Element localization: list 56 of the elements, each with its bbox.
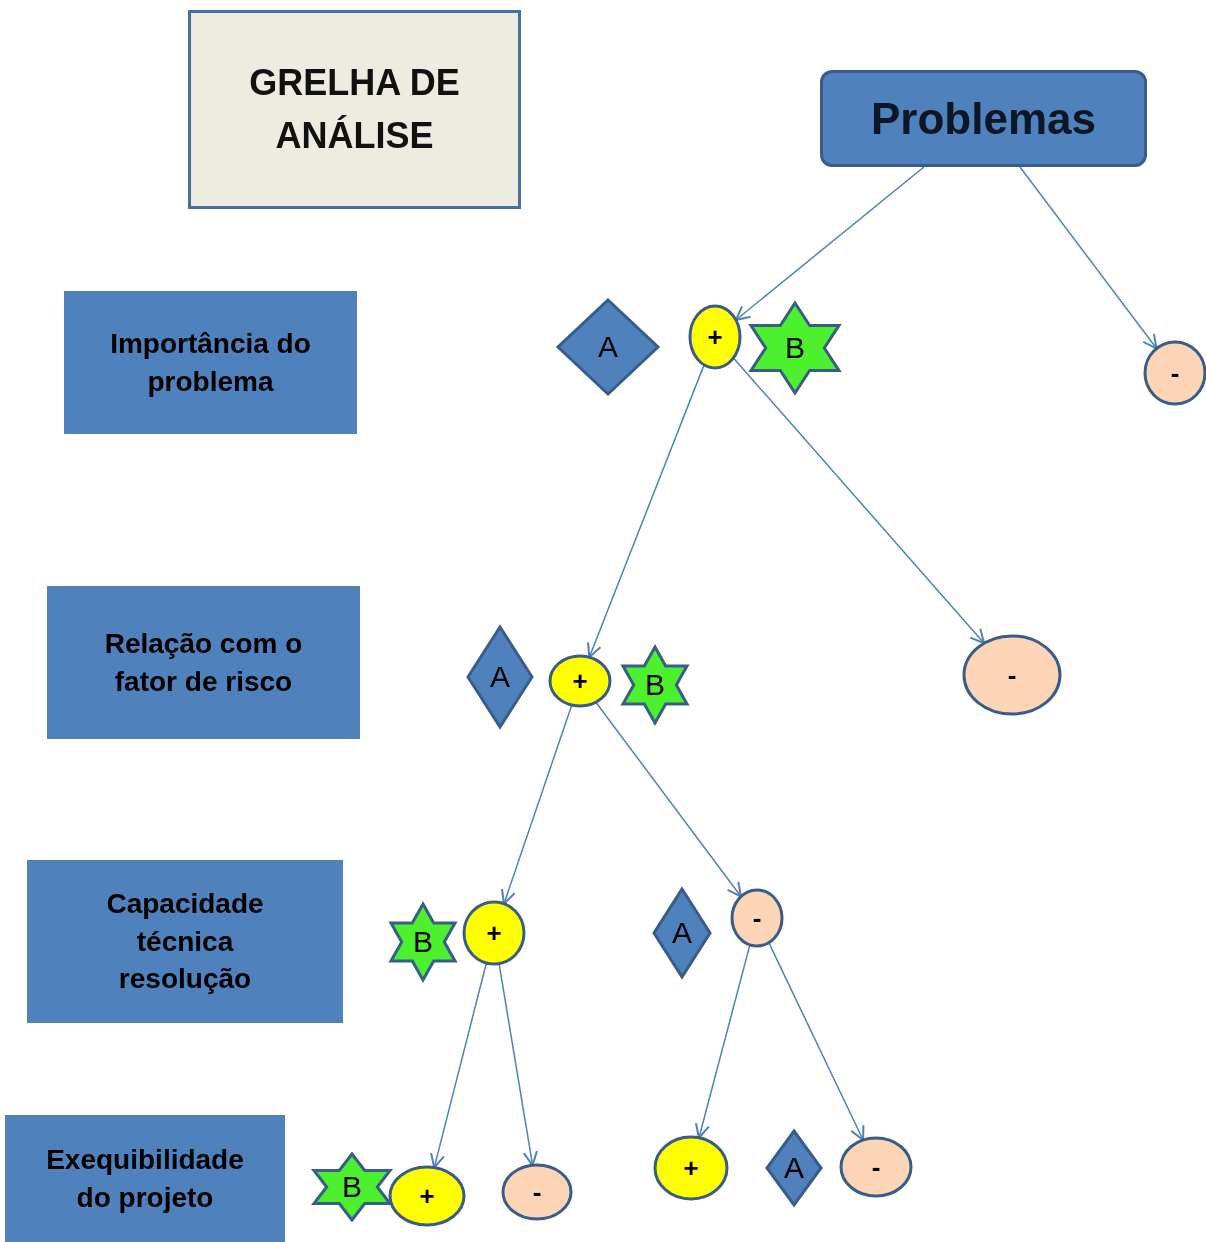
criterion-label: Importância do problema [109, 326, 312, 399]
shape-sign: + [572, 665, 588, 697]
criterion-label: Exequibilidade do projeto [45, 1142, 245, 1215]
shape-sign: + [683, 1152, 699, 1184]
shape-sign: - [532, 1176, 542, 1208]
shape-letter: A [598, 330, 618, 364]
arrow [500, 704, 573, 905]
shape-letter: B [785, 331, 805, 365]
shape-letter: A [490, 660, 510, 694]
star-shape [751, 303, 839, 393]
shape-letter: B [645, 668, 665, 702]
ellipse-shape [503, 1165, 571, 1219]
shape-sign: - [1170, 357, 1180, 389]
shape-letter: A [672, 916, 692, 950]
arrow [1019, 166, 1158, 350]
criterion-box [27, 860, 343, 1023]
arrow [595, 701, 742, 898]
arrow [732, 357, 986, 645]
star-shape [623, 647, 687, 723]
criterion-box [5, 1115, 285, 1242]
shape-sign: - [871, 1151, 881, 1183]
heading-box [188, 10, 521, 209]
ellipse-shape [690, 306, 740, 368]
shape-letter: B [342, 1170, 362, 1204]
star-shape [391, 904, 455, 980]
arrow [587, 364, 705, 659]
shape-letter: A [784, 1151, 804, 1185]
diamond-shape [468, 627, 532, 727]
heading-label: GRELHA DE ANÁLISE [248, 61, 461, 158]
diamond-shape [767, 1131, 821, 1205]
arrow [694, 944, 751, 1139]
star-shape [314, 1154, 390, 1220]
criterion-label: Relação com o fator de risco [103, 626, 304, 699]
ellipse-shape [550, 656, 610, 706]
diamond-shape [654, 889, 710, 977]
root-box [820, 70, 1147, 167]
criterion-label: Capacidade técnica resolução [105, 886, 265, 997]
arrow [768, 941, 865, 1142]
criterion-box [47, 586, 360, 739]
shape-sign: + [419, 1180, 435, 1212]
shape-sign: - [1007, 659, 1017, 691]
arrow [734, 166, 925, 321]
diamond-shape [558, 300, 658, 394]
shape-sign: + [707, 321, 723, 353]
shape-sign: + [486, 917, 502, 949]
ellipse-shape [390, 1167, 464, 1225]
root-label: Problemas [871, 93, 1096, 144]
shape-letter: B [413, 925, 433, 959]
ellipse-shape [964, 636, 1060, 714]
ellipse-shape [655, 1137, 727, 1199]
ellipse-shape [464, 902, 524, 964]
shape-sign: - [752, 902, 762, 934]
arrow [430, 962, 488, 1169]
ellipse-shape [732, 890, 782, 946]
ellipse-shape [841, 1138, 911, 1196]
criterion-box [64, 291, 357, 434]
